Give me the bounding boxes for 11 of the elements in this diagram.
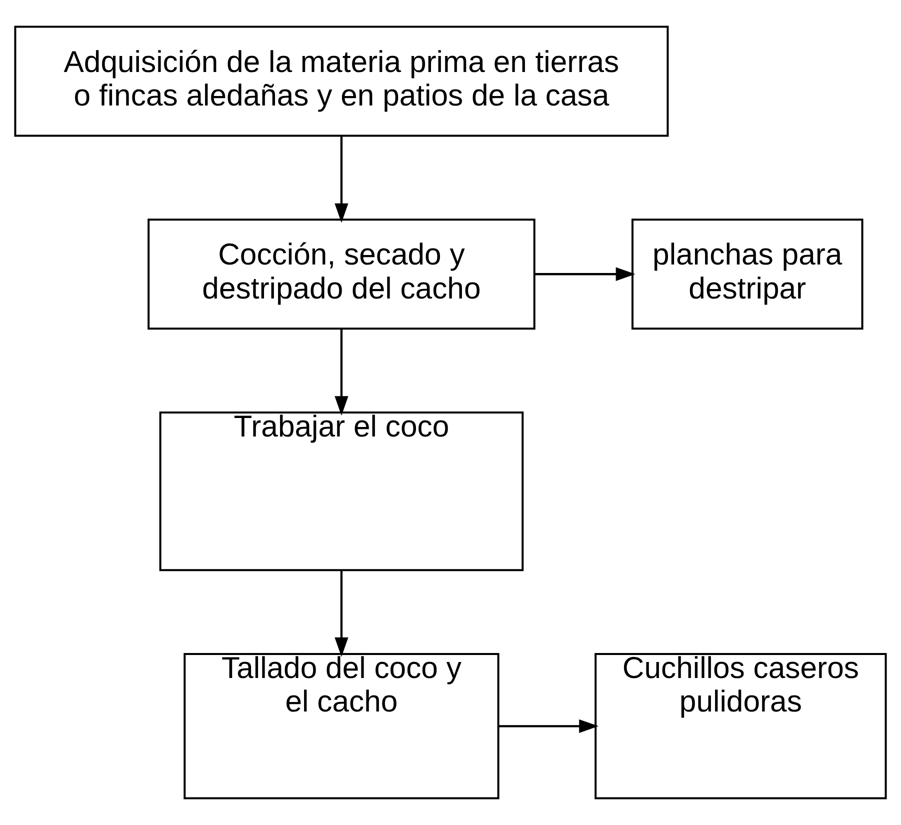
arrow [334, 328, 348, 416]
arrow [334, 570, 348, 657]
arrow [334, 136, 348, 223]
node-box: planchas para destripar [631, 218, 864, 330]
node-box: Cuchillos caseros pulidoras [594, 653, 887, 800]
arrow [498, 719, 599, 733]
node-box: Tallado del coco y el cacho [184, 653, 500, 800]
node-box: Adquisición de la materia prima en tierras o fincas aledañas y en patios de la casa [14, 26, 669, 137]
node-box: Trabajar el coco [159, 412, 524, 572]
node-box: Cocción, secado y destripado del cacho [148, 218, 536, 330]
arrow [534, 267, 636, 281]
